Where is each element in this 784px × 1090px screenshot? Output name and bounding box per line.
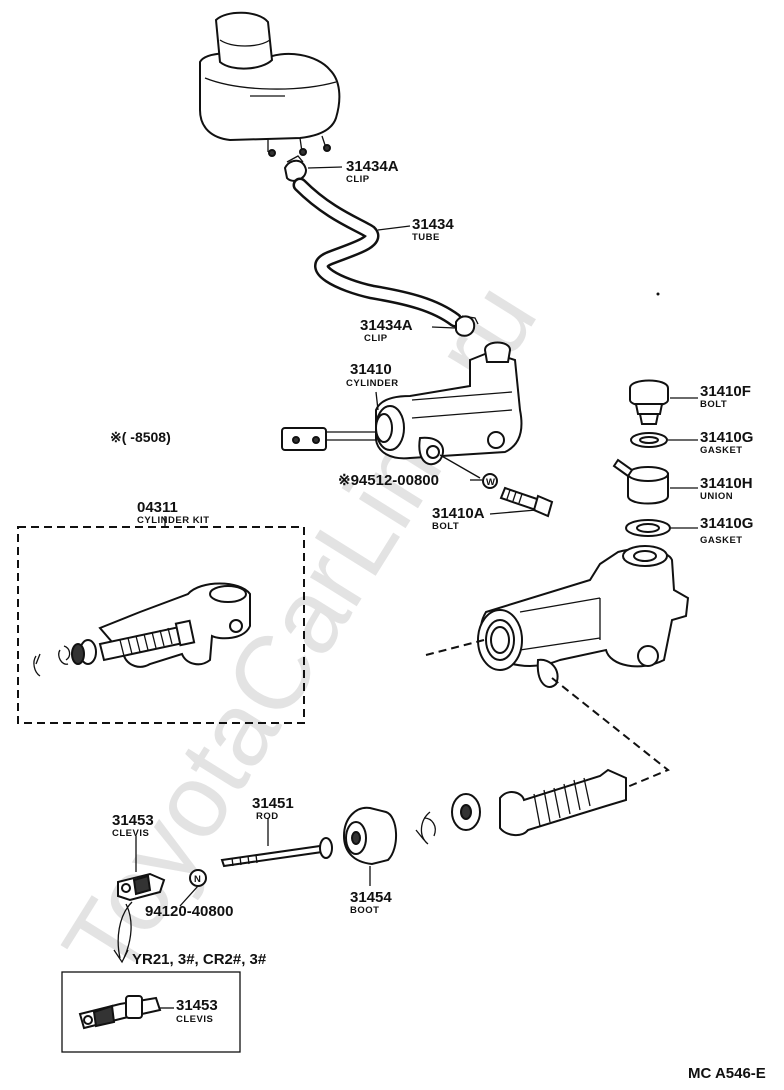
clip-lower: [455, 315, 479, 337]
clevis-number: 31453: [112, 812, 154, 829]
bolt-a-name: BOLT: [432, 521, 459, 532]
union-number: 31410H: [700, 475, 753, 492]
gasket-lower-name: GASKET: [700, 535, 743, 546]
boot-name: BOOT: [350, 905, 379, 916]
gasket-upper-name: GASKET: [700, 445, 743, 456]
rod-name: ROD: [256, 811, 279, 822]
clevis-alt: [78, 995, 162, 1030]
nut-symbol: N: [194, 874, 201, 885]
tube: [292, 177, 463, 328]
master-cylinder-assembly: [281, 341, 523, 466]
gasket-lower: [625, 519, 671, 537]
diagram-code: MC A546-E: [688, 1065, 766, 1082]
clevis-31453: [117, 872, 166, 902]
rod-31451: [220, 837, 333, 868]
variant-frame: [61, 971, 241, 1053]
nut-number: 94120-40800: [145, 903, 233, 920]
boot-31454: [342, 806, 397, 866]
washer-icon: [482, 473, 498, 489]
rod-number: 31451: [252, 795, 294, 812]
variant-note: YR21, 3#, CR2#, 3#: [132, 951, 267, 968]
bolt-31410f: [629, 379, 669, 425]
clip-upper-number: 31434A: [346, 158, 399, 175]
cylinder-name: CYLINDER: [346, 378, 399, 389]
cylinder-body: [477, 545, 690, 688]
union-31410h: [612, 458, 669, 505]
washer-number: ※94512-00800: [338, 472, 439, 489]
clip-upper: [283, 155, 308, 182]
cylinder-kit-frame: [17, 526, 305, 724]
clevis-alt-name: CLEVIS: [176, 1014, 213, 1025]
kit-piston-spring: [33, 619, 196, 677]
gasket-lower-number: 31410G: [700, 515, 753, 532]
cylinder-number: 31410: [350, 361, 392, 378]
speck-dot: [656, 292, 660, 296]
kit-number: 04311: [137, 499, 178, 516]
washer-symbol: W: [486, 477, 495, 488]
tube-name: TUBE: [412, 232, 440, 243]
clip-lower-name: CLIP: [364, 333, 388, 344]
clevis-name: CLEVIS: [112, 828, 149, 839]
bolt-f-number: 31410F: [700, 383, 751, 400]
gasket-upper: [630, 432, 668, 448]
union-name: UNION: [700, 491, 733, 502]
tube-number: 31434: [412, 216, 454, 233]
clip-upper-name: CLIP: [346, 174, 370, 185]
piston-boot-seal: [415, 768, 627, 845]
bolt-f-name: BOLT: [700, 399, 727, 410]
clevis-alt-number: 31453: [176, 997, 218, 1014]
serial-range-note: ※( -8508): [110, 429, 171, 445]
kit-name: CYLINDER KIT: [137, 515, 210, 526]
clip-lower-number: 31434A: [360, 317, 413, 334]
reservoir-tank: [199, 11, 341, 157]
gasket-upper-number: 31410G: [700, 429, 753, 446]
boot-number: 31454: [350, 889, 392, 906]
bolt-a-number: 31410A: [432, 505, 485, 522]
